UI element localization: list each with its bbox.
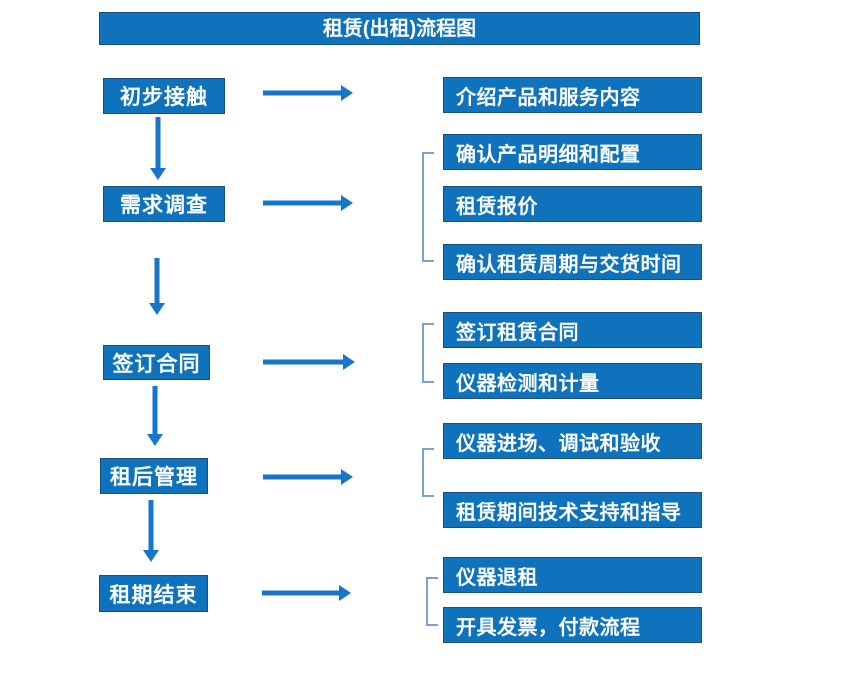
stage-box-initial-contact: 初步接触 — [103, 78, 225, 114]
down-arrow-3 — [147, 386, 163, 446]
arrow-head-icon — [341, 195, 353, 211]
detail-box-rental-quote: 租赁报价 — [443, 186, 702, 222]
arrow-head-icon — [341, 85, 353, 101]
arrow-shaft — [263, 200, 342, 206]
right-arrow-4 — [263, 469, 353, 485]
bracket-sign-contract-group — [422, 323, 434, 383]
right-arrow-3 — [263, 354, 355, 370]
detail-box-instrument-return: 仪器退租 — [443, 557, 702, 593]
stage-box-sign-contract: 签订合同 — [103, 345, 210, 380]
arrow-shaft — [262, 590, 340, 596]
down-arrow-2 — [149, 258, 165, 315]
arrow-head-icon — [343, 354, 355, 370]
down-arrow-1 — [150, 117, 166, 180]
arrow-shaft — [263, 474, 342, 480]
arrow-head-icon — [149, 303, 165, 315]
detail-box-confirm-period-delivery: 确认租赁周期与交货时间 — [443, 244, 702, 280]
down-arrow-4 — [143, 500, 159, 562]
bracket-demand-survey-group — [422, 152, 434, 262]
stage-box-demand-survey: 需求调查 — [103, 186, 225, 222]
detail-box-invoice-payment: 开具发票，付款流程 — [443, 607, 702, 643]
arrow-head-icon — [341, 469, 353, 485]
detail-box-confirm-product-config: 确认产品明细和配置 — [443, 134, 702, 170]
bracket-rental-end-group — [426, 577, 438, 626]
detail-box-instrument-inspection: 仪器检测和计量 — [443, 363, 702, 399]
arrow-shaft — [148, 500, 154, 551]
stage-box-post-rental-management: 租后管理 — [100, 458, 208, 494]
arrow-head-icon — [143, 550, 159, 562]
arrow-shaft — [155, 117, 161, 169]
arrow-shaft — [263, 90, 342, 96]
arrow-head-icon — [150, 168, 166, 180]
bracket-post-rental-group — [422, 448, 434, 497]
detail-box-instrument-setup-acceptance: 仪器进场、调试和验收 — [443, 423, 702, 459]
arrow-shaft — [263, 359, 344, 365]
detail-box-sign-rental-contract: 签订租赁合同 — [443, 312, 702, 348]
right-arrow-1 — [263, 85, 353, 101]
right-arrow-5 — [262, 585, 351, 601]
detail-box-introduce-products: 介绍产品和服务内容 — [443, 77, 702, 113]
arrow-shaft — [154, 258, 160, 304]
arrow-head-icon — [339, 585, 351, 601]
flowchart-title: 租赁(出租)流程图 — [99, 12, 700, 45]
right-arrow-2 — [263, 195, 353, 211]
arrow-head-icon — [147, 434, 163, 446]
detail-box-technical-support: 租赁期间技术支持和指导 — [443, 492, 702, 528]
stage-box-rental-end: 租期结束 — [99, 575, 208, 612]
arrow-shaft — [152, 386, 158, 435]
